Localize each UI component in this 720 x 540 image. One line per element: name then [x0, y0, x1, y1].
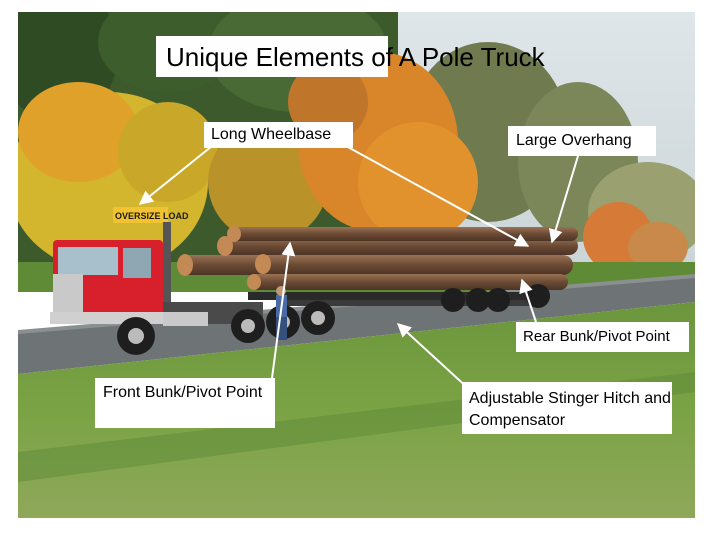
log-load	[177, 226, 578, 290]
label-stinger-hitch: Adjustable Stinger Hitch and Compensator	[462, 382, 672, 434]
arrow-rear-bunk	[519, 278, 537, 323]
label-front-bunk: Front Bunk/Pivot Point	[95, 378, 275, 428]
label-rear-bunk: Rear Bunk/Pivot Point	[516, 322, 689, 352]
arrow-front-bunk	[271, 241, 296, 379]
page-title: Unique Elements of A Pole Truck	[156, 36, 545, 77]
label-large-overhang: Large Overhang	[508, 126, 656, 156]
label-long-wheelbase: Long Wheelbase	[204, 122, 353, 148]
arrow-stinger	[396, 323, 471, 391]
arrow-wheelbase-right	[345, 145, 530, 247]
arrow-wheelbase-left	[138, 145, 213, 205]
oversize-load-sign: OVERSIZE LOAD	[115, 211, 189, 221]
arrow-overhang	[548, 155, 579, 244]
